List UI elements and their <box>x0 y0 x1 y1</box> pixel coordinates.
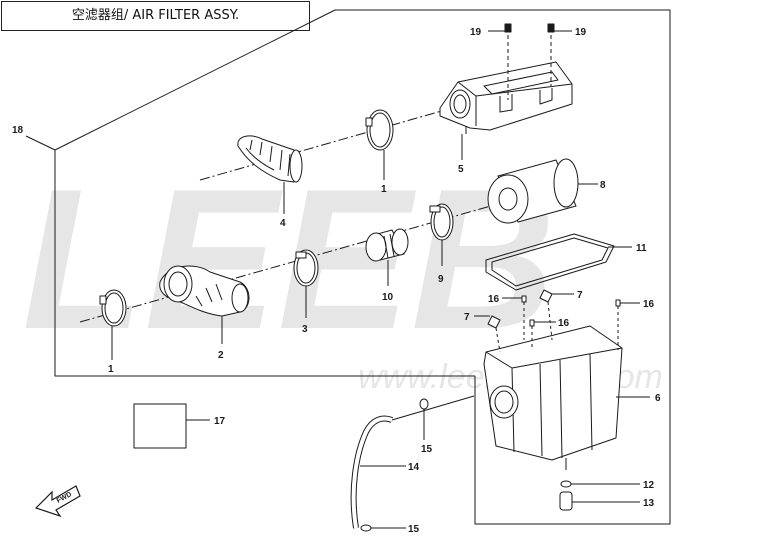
callout-8: 8 <box>600 180 606 191</box>
callout-1-upper: 1 <box>381 184 387 195</box>
part-1-clamp-upper <box>365 109 394 151</box>
part-2-duct <box>159 265 250 317</box>
callout-16-c: 16 <box>643 299 655 310</box>
callout-14: 14 <box>408 462 420 473</box>
callout-9: 9 <box>438 274 444 285</box>
callout-18: 18 <box>12 125 24 136</box>
diagram-title: 空滤器组/ AIR FILTER ASSY. <box>71 8 240 23</box>
title-box: 空滤器组/ AIR FILTER ASSY. <box>1 1 310 31</box>
part-11-gasket <box>485 233 615 291</box>
part-8-filter-element <box>487 158 579 224</box>
axis-upper <box>199 109 446 181</box>
callout-6: 6 <box>655 393 661 404</box>
part-6-airbox-body <box>483 325 623 470</box>
callout-7-right: 7 <box>577 290 583 301</box>
callout-3: 3 <box>302 324 308 335</box>
part-16-plugs <box>502 295 640 350</box>
callout-13: 13 <box>643 498 655 509</box>
part-7-fittings <box>474 289 574 353</box>
part-12-clip <box>560 480 640 488</box>
callout-10: 10 <box>382 292 394 303</box>
assembly-boundary <box>54 9 671 525</box>
part-3-clamp <box>293 249 319 287</box>
callout-7-left: 7 <box>464 312 470 323</box>
callout-16-a: 16 <box>488 294 500 305</box>
part-4-intake-duct <box>237 135 303 183</box>
callout-16-b: 16 <box>558 318 570 329</box>
leader-18 <box>25 135 56 151</box>
part-19-bolts <box>488 23 572 100</box>
fwd-arrow-icon: FWD <box>34 485 81 518</box>
watermark-logo: LEEB <box>22 148 555 371</box>
part-17-label-card <box>133 403 187 449</box>
callout-12: 12 <box>643 480 655 491</box>
callout-19-right: 19 <box>575 27 587 38</box>
callout-15-upper: 15 <box>421 444 433 455</box>
callout-15-lower: 15 <box>408 524 420 535</box>
part-14-drain-hose <box>350 415 406 529</box>
callout-4: 4 <box>280 218 286 229</box>
part-1-clamp-lower <box>99 289 127 327</box>
callout-2: 2 <box>218 350 224 361</box>
part-13-drain-plug <box>559 491 640 511</box>
part-10-coupling <box>365 228 409 262</box>
callout-5: 5 <box>458 164 464 175</box>
callout-1-lower: 1 <box>108 364 114 375</box>
part-5-airbox-cover <box>439 61 573 134</box>
part-15-hose-clamps <box>360 395 475 532</box>
part-9-clamp <box>429 203 454 241</box>
callout-11: 11 <box>636 243 647 254</box>
callout-19-left: 19 <box>470 27 482 38</box>
callout-17: 17 <box>214 416 226 427</box>
